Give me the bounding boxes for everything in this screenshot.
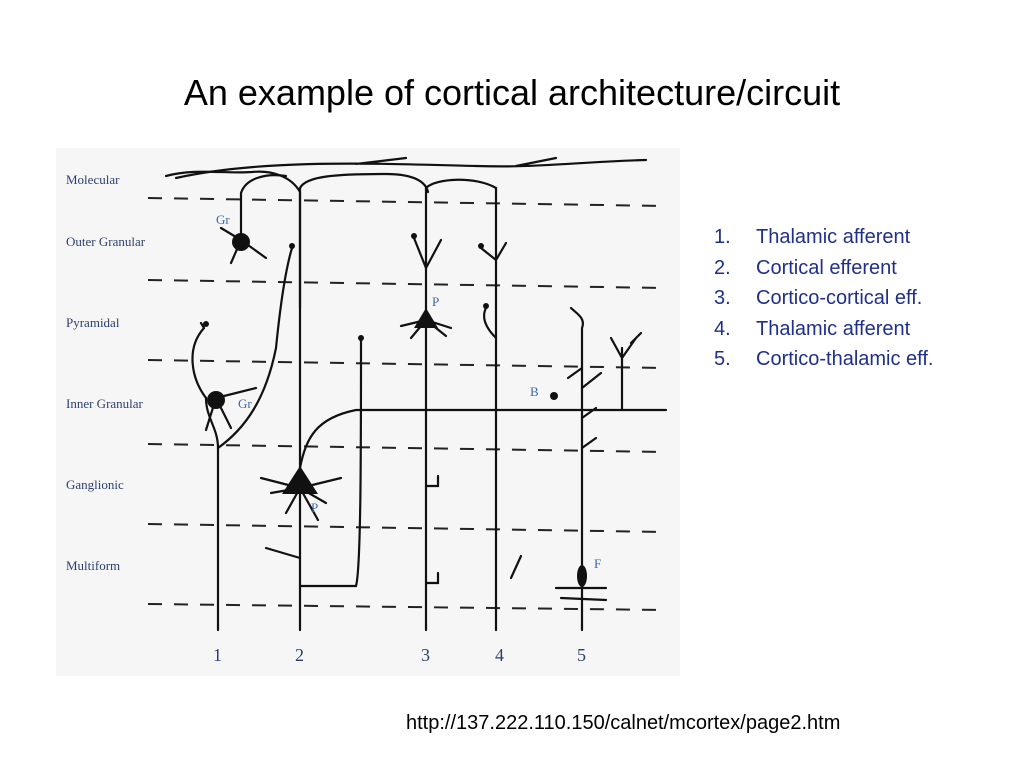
molecular-fibers-top bbox=[174, 156, 648, 180]
slide-title: An example of cortical architecture/circ… bbox=[183, 72, 841, 113]
cortical-circuit-diagram: Molecular Outer Granular Pyramidal Inner… bbox=[56, 148, 680, 676]
cell-tag-p-ganglionic: P bbox=[311, 500, 318, 515]
column-2-recurrent bbox=[264, 336, 363, 588]
layer-boundaries bbox=[147, 197, 667, 611]
legend-number: 2. bbox=[714, 256, 731, 279]
neuron-fibers bbox=[164, 156, 668, 632]
column-number-3: 3 bbox=[421, 645, 430, 665]
legend-text: Thalamic afferent bbox=[756, 226, 911, 248]
column-3-axon bbox=[424, 178, 498, 632]
pyramidal-cell-body bbox=[414, 308, 438, 328]
legend-number: 5. bbox=[714, 348, 731, 370]
legend-item-1: 1. Thalamic afferent bbox=[714, 222, 933, 253]
molecular-fiber-1 bbox=[164, 170, 302, 310]
cell-tag-p-pyramidal: P bbox=[432, 294, 439, 309]
boundary-line-6 bbox=[147, 603, 667, 611]
column-4-branches bbox=[479, 241, 508, 340]
legend-text: Cortico-cortical eff. bbox=[756, 287, 923, 309]
column-2-collateral bbox=[298, 408, 668, 470]
column-3-boutons bbox=[424, 474, 440, 585]
cell-tag-gr-outer: Gr bbox=[216, 212, 230, 227]
column-number-2: 2 bbox=[295, 645, 304, 665]
layer-label-ganglionic: Ganglionic bbox=[66, 477, 124, 492]
outer-gr-processes bbox=[219, 174, 288, 265]
column-number-4: 4 bbox=[495, 645, 504, 665]
legend-item-2: 2. Cortical efferent bbox=[714, 253, 933, 284]
legend-item-3: 3. Cortico-cortical eff. bbox=[714, 283, 933, 314]
column-4-multiform-branch bbox=[509, 554, 523, 580]
layer-label-multiform: Multiform bbox=[66, 558, 120, 573]
legend-item-4: 4. Thalamic afferent bbox=[714, 314, 933, 345]
terminal-bouton-1 bbox=[203, 321, 209, 327]
inner-gr-dendrite bbox=[191, 321, 208, 400]
boundary-line-1 bbox=[147, 197, 667, 207]
layer-label-molecular: Molecular bbox=[66, 172, 120, 187]
legend-number: 3. bbox=[714, 287, 731, 309]
diagram-svg: Molecular Outer Granular Pyramidal Inner… bbox=[66, 156, 668, 665]
column-number-1: 1 bbox=[213, 645, 222, 665]
cell-tag-gr-inner: Gr bbox=[238, 396, 252, 411]
ganglionic-pyramid-body bbox=[282, 466, 318, 494]
column-1-axon bbox=[204, 396, 220, 632]
fusiform-cell-body bbox=[577, 565, 587, 587]
terminal-bouton-3 bbox=[411, 233, 417, 239]
cell-bodies bbox=[203, 233, 587, 587]
layer-label-pyramidal: Pyramidal bbox=[66, 315, 120, 330]
fusiform-dendrites bbox=[554, 586, 608, 602]
layer-label-inner-granular: Inner Granular bbox=[66, 396, 144, 411]
legend-list: 1.Thalamic afferent 2.Cortical efferent … bbox=[714, 222, 933, 375]
cell-tag-b-basket: B bbox=[530, 384, 539, 399]
column-5-axon bbox=[569, 306, 584, 632]
column-2-apical-dendrite bbox=[298, 172, 430, 632]
basket-cell-body bbox=[550, 392, 558, 400]
column-1-branch bbox=[216, 246, 294, 450]
column-5-branches bbox=[566, 366, 603, 450]
layer-label-outer-granular: Outer Granular bbox=[66, 234, 146, 249]
inner-granular-tree bbox=[609, 331, 643, 412]
terminal-bouton-6 bbox=[358, 335, 364, 341]
legend-number: 4. bbox=[714, 317, 731, 340]
legend-number: 1. bbox=[714, 226, 731, 248]
outer-granular-cell-body bbox=[232, 233, 250, 251]
boundary-line-4 bbox=[147, 443, 667, 453]
inner-granular-cell-body bbox=[207, 391, 225, 409]
cell-tag-f-fusiform: F bbox=[594, 556, 601, 571]
terminal-bouton-5 bbox=[483, 303, 489, 309]
legend-text: Cortico-thalamic eff. bbox=[756, 348, 934, 370]
boundary-line-5 bbox=[147, 523, 667, 533]
boundary-line-3 bbox=[147, 359, 667, 369]
legend-text: Thalamic afferent bbox=[756, 317, 911, 340]
boundary-line-2 bbox=[147, 279, 667, 289]
source-url: http://137.222.110.150/calnet/mcortex/pa… bbox=[406, 712, 841, 734]
column-number-5: 5 bbox=[577, 645, 586, 665]
legend-item-5: 5. Cortico-thalamic eff. bbox=[714, 344, 933, 375]
terminal-bouton-4 bbox=[478, 243, 484, 249]
legend-text: Cortical efferent bbox=[756, 256, 897, 279]
terminal-bouton-2 bbox=[289, 243, 295, 249]
